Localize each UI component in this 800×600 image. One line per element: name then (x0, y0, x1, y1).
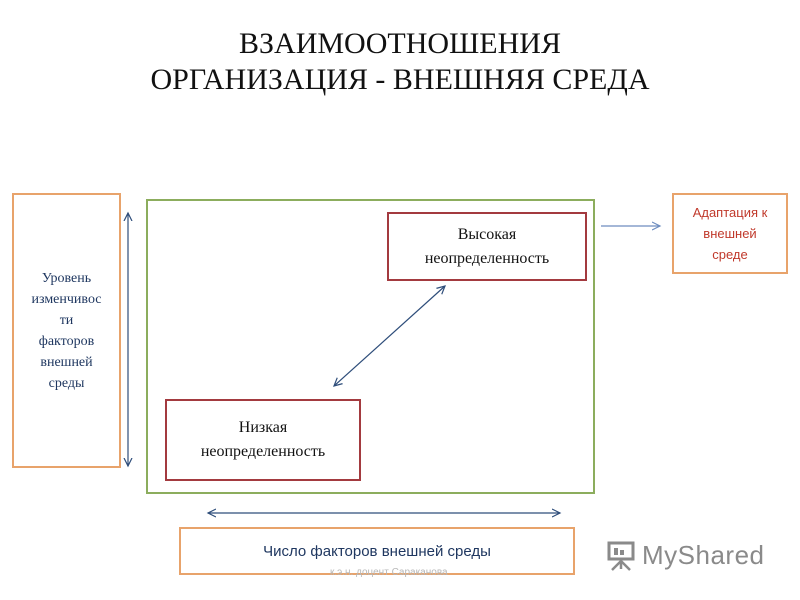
presentation-board-icon (607, 541, 635, 571)
watermark-logo: MyShared (606, 537, 765, 573)
author-footer: к.э.н. доцент Сараканова (330, 567, 448, 578)
title-line-2: ОРГАНИЗАЦИЯ - ВНЕШНЯЯ СРЕДА (150, 63, 650, 96)
factors-count-box: Число факторов внешней среды (179, 527, 575, 575)
environment-frame (146, 199, 595, 494)
title-line-1: ВЗАИМООТНОШЕНИЯ (239, 27, 561, 60)
watermark-text: MyShared (642, 539, 765, 570)
low-uncertainty-box: Низкая неопределенность (165, 399, 361, 481)
adaptation-box: Адаптация к внешней среде (672, 193, 788, 274)
high-uncertainty-box: Высокая неопределенность (387, 212, 587, 281)
variability-level-box: Уровень изменчивос ти факторов внешней с… (12, 193, 121, 468)
